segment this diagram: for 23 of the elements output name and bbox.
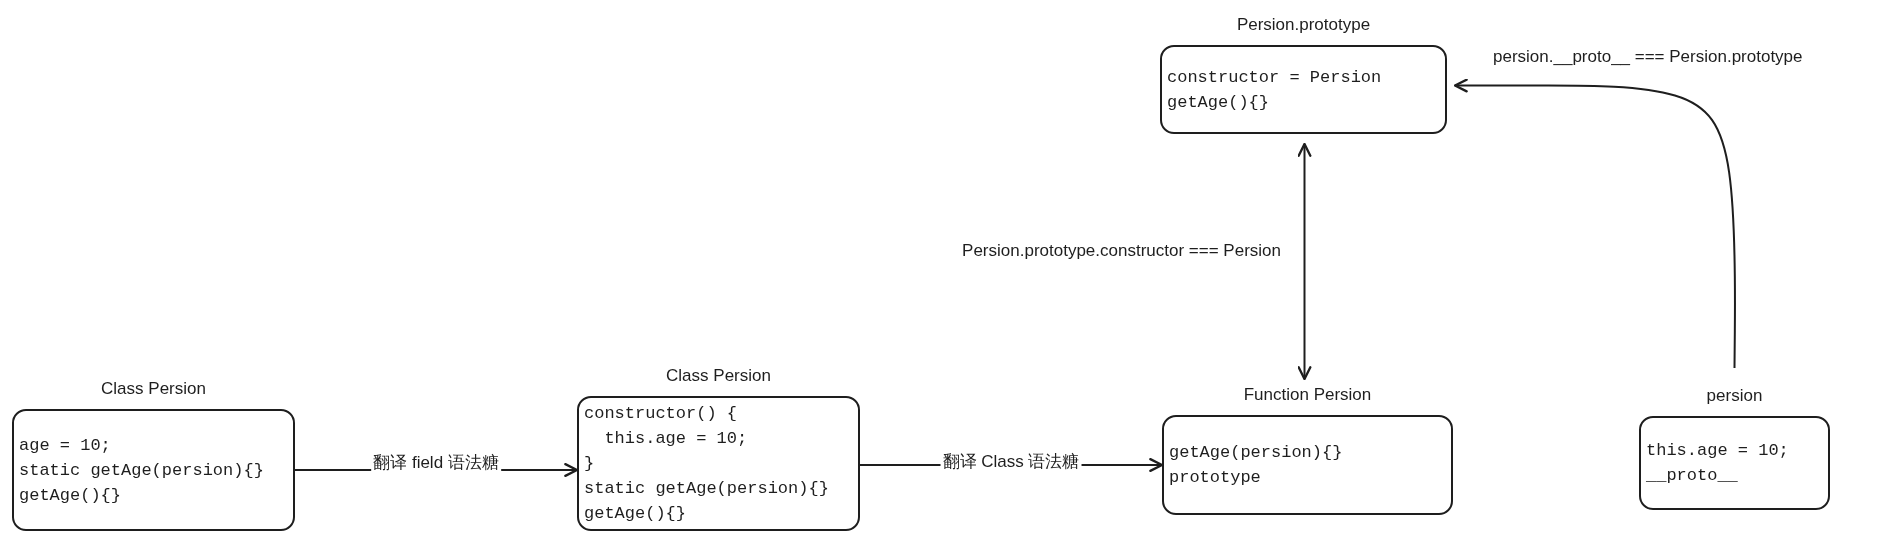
edge-label: 翻译 Class 语法糖 (940, 451, 1082, 473)
code-line: static getAge(persion){} (19, 459, 265, 482)
code-line: constructor() { (584, 403, 739, 425)
box-heading: Class Persion (101, 378, 206, 400)
arrow (1297, 142, 1312, 381)
box-heading: persion (1706, 385, 1763, 407)
code-line: getAge(){} (584, 503, 688, 525)
code-line: static getAge(persion){} (584, 478, 830, 500)
box-heading: Class Persion (666, 365, 771, 387)
edge-label: 翻译 field 语法糖 (371, 452, 501, 474)
box-heading: Function Persion (1243, 384, 1372, 406)
code-line: age = 10; (19, 434, 112, 457)
code-line: constructor = Persion (1167, 66, 1383, 89)
arrow (1453, 78, 1737, 369)
code-line: getAge(){} (19, 484, 123, 507)
box-heading: Persion.prototype (1236, 14, 1371, 36)
code-line: getAge(persion){} (1169, 442, 1344, 464)
code-line: } (584, 453, 596, 475)
code-line: getAge(){} (1167, 91, 1271, 114)
code-line: this.age = 10; (1646, 440, 1790, 462)
code-line: this.age = 10; (603, 428, 749, 450)
code-line: __proto__ (1646, 465, 1739, 487)
code-line: prototype (1169, 467, 1262, 489)
